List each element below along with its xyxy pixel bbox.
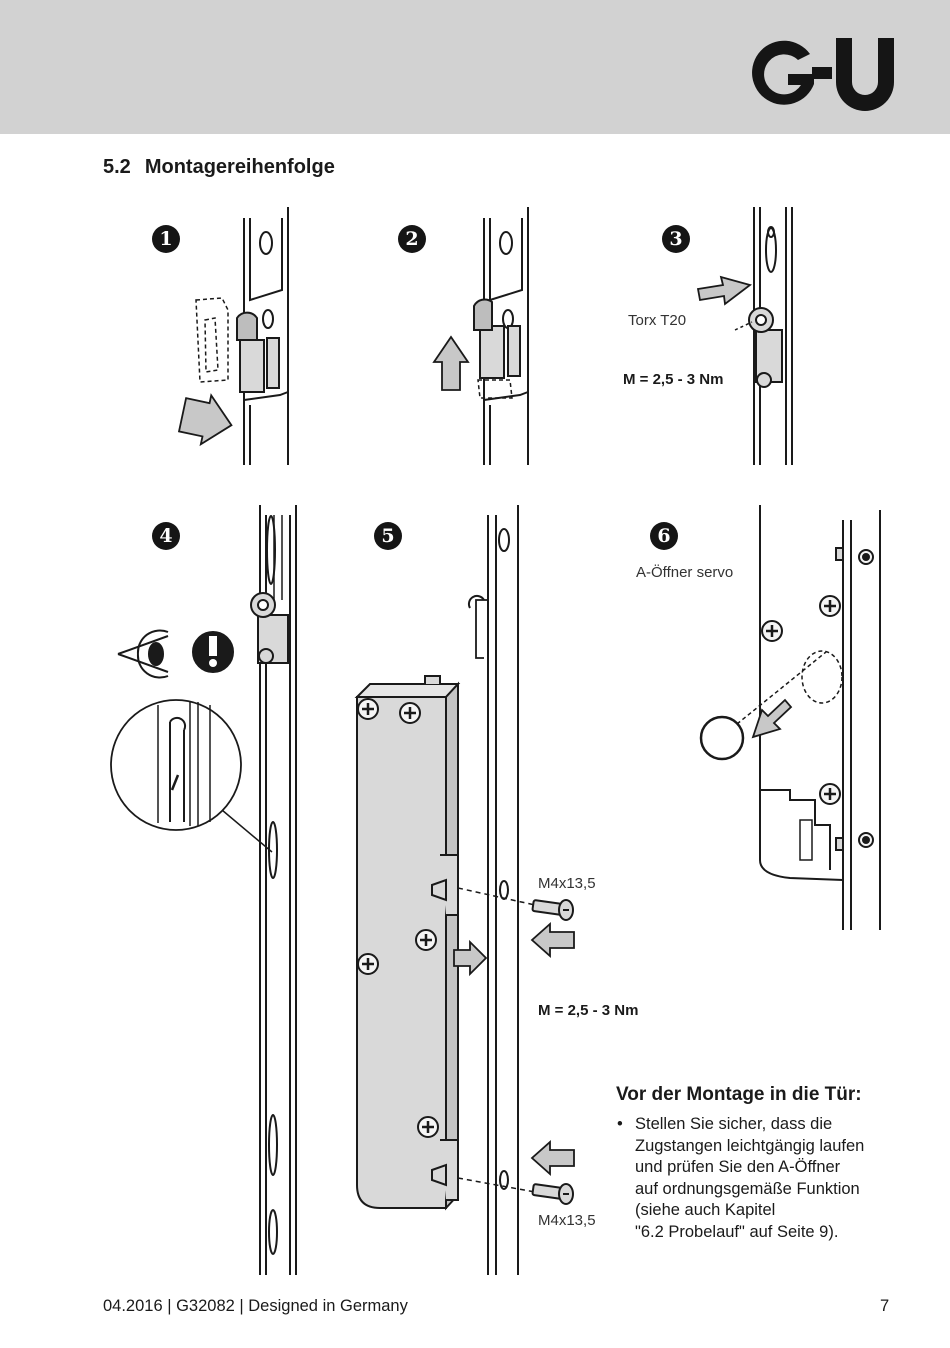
footer-info: 04.2016 | G32082 | Designed in Germany	[103, 1297, 408, 1315]
screw-bottom	[531, 1183, 574, 1205]
torx-label: Torx T20	[628, 312, 687, 329]
a-oeffner-label: A-Öffner servo	[636, 564, 734, 581]
step-badge-5: 5	[374, 522, 402, 550]
step-badge-6: 6	[650, 522, 678, 550]
step6-illustration	[699, 505, 881, 930]
section-number: 5.2	[103, 156, 131, 178]
mounting-note: Vor der Montage in die Tür: • Stellen Si…	[616, 1084, 916, 1243]
note-line: Stellen Sie sicher, dass die	[635, 1115, 833, 1133]
note-line: auf ordnungsgemäße Funktion	[635, 1179, 860, 1198]
note-line: Zugstangen leichtgängig laufen	[635, 1136, 865, 1155]
note-line: und prüfen Sie den A-Öffner	[635, 1158, 841, 1176]
gu-logo-icon	[752, 38, 894, 111]
note-title: Vor der Montage in die Tür:	[616, 1084, 862, 1105]
bullet-icon: •	[617, 1115, 623, 1133]
section-title: 5.2 Montagereihenfolge	[103, 156, 335, 179]
torque-label-step5: M = 2,5 - 3 Nm	[538, 1002, 639, 1019]
header-band	[0, 0, 950, 134]
step-badge-4: 4	[152, 522, 180, 550]
step-badge-2: 2	[398, 225, 426, 253]
step2-illustration	[432, 207, 529, 465]
step-badge-3: 3	[662, 225, 690, 253]
step-badge-1: 1	[152, 225, 180, 253]
step4-illustration	[110, 505, 297, 1275]
section-heading: Montagereihenfolge	[144, 156, 335, 178]
step5-illustration	[354, 505, 575, 1275]
step3-illustration	[696, 207, 793, 465]
note-bullet-item: • Stellen Sie sicher, dass die Zugstange…	[616, 1114, 916, 1243]
note-line: "6.2 Probelauf" auf Seite 9).	[635, 1222, 839, 1241]
exclamation-icon	[192, 631, 234, 673]
arrow-up-icon	[432, 335, 470, 391]
screw-label-top: M4x13,5	[538, 875, 596, 892]
page-number: 7	[880, 1297, 890, 1315]
screw-label-bottom: M4x13,5	[538, 1212, 596, 1229]
screw-top	[531, 899, 574, 921]
eye-icon	[117, 629, 169, 679]
assembly-drawing	[110, 207, 881, 1275]
torque-label-step3: M = 2,5 - 3 Nm	[623, 371, 724, 388]
step1-illustration	[177, 207, 289, 465]
note-line: (siehe auch Kapitel	[635, 1201, 776, 1219]
